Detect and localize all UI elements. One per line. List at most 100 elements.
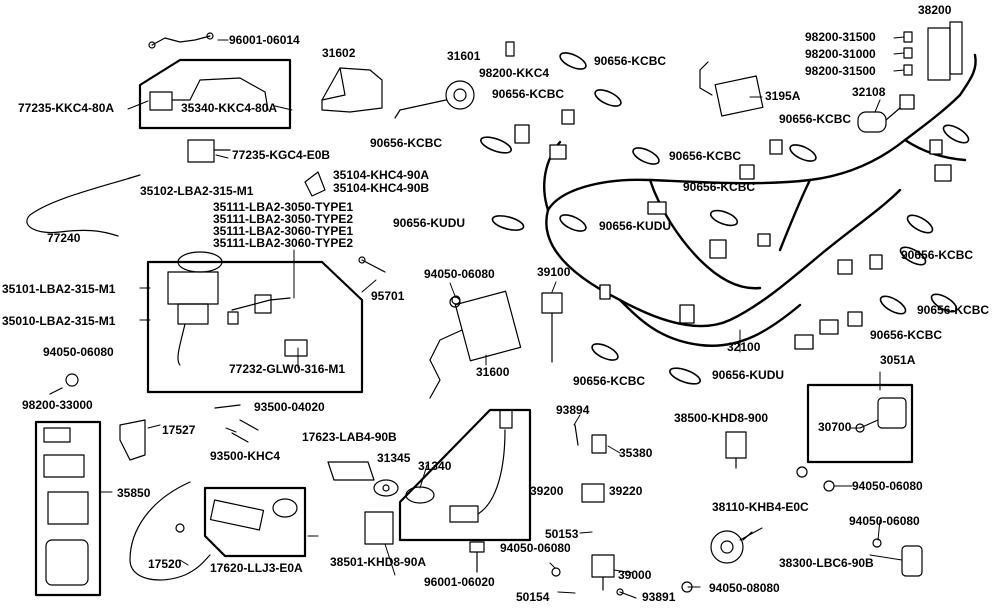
part-label: 3051A	[880, 353, 916, 367]
part-label: 94050-06080	[849, 514, 920, 528]
harness-clips	[480, 52, 970, 385]
part-label: 93500-04020	[254, 400, 325, 414]
part-label: 30700	[818, 420, 852, 434]
part-label: 38500-KHD8-900	[674, 411, 769, 425]
screws-93500	[214, 404, 259, 443]
part-label: 35111-LBA2-3050-TYPE2	[213, 212, 354, 226]
fuses-98200	[903, 31, 913, 76]
ignition-switch-31601	[394, 80, 475, 119]
regulator-31600	[429, 290, 522, 399]
group-box-77235	[138, 58, 292, 130]
part-label: 94050-08080	[709, 581, 780, 595]
part-label: 50153	[545, 527, 579, 541]
relay-bracket-77235	[149, 77, 269, 111]
group-box-35850	[34, 420, 102, 597]
gasket-31345	[373, 479, 399, 497]
part-label: 98200-31500	[805, 30, 876, 44]
throttle-cable-17520	[129, 481, 211, 581]
part-label: 94050-06080	[500, 541, 571, 555]
part-label: 94050-06080	[852, 479, 923, 493]
part-label: 77232-GLW0-316-M1	[229, 362, 346, 376]
bolt-93891	[616, 588, 637, 599]
part-label: 90656-KCBC	[669, 149, 742, 163]
part-label: 90656-KUDU	[393, 216, 466, 230]
part-label: 35010-LBA2-315-M1	[2, 314, 116, 328]
part-label: 90656-KCBC	[683, 180, 756, 194]
part-label: 17520	[148, 557, 182, 571]
part-label: 93891	[642, 590, 676, 604]
part-label: 35380	[619, 446, 653, 460]
cover-17623	[327, 461, 375, 481]
part-label: 35111-LBA2-3050-TYPE1	[213, 200, 354, 214]
part-label: 39000	[618, 568, 652, 582]
relay-38300	[901, 545, 923, 577]
part-label: 31340	[418, 459, 452, 473]
part-label: 35111-LBA2-3060-TYPE2	[213, 236, 354, 250]
part-label: 50154	[516, 590, 550, 604]
relay-38501	[364, 511, 394, 545]
part-label: 90656-KCBC	[779, 112, 852, 126]
part-label: 90656-KCBC	[917, 303, 990, 317]
seat-cable-77240	[26, 174, 141, 237]
part-label: 35111-LBA2-3060-TYPE1	[213, 224, 354, 238]
part-label: 35101-LBA2-315-M1	[2, 282, 116, 296]
fuse-box-38200	[927, 21, 963, 81]
regulator-3195a	[699, 61, 764, 117]
starter-relay-35850	[43, 427, 89, 586]
part-label: 90656-KCBC	[901, 248, 974, 262]
horn-38110	[710, 530, 753, 564]
bracket-17527	[119, 419, 146, 461]
part-label: 90656-KCBC	[370, 136, 443, 150]
part-label: 95701	[371, 289, 405, 303]
part-label: 90656-KUDU	[599, 219, 672, 233]
key-set-35102	[167, 251, 308, 366]
group-box-31340	[398, 408, 532, 542]
part-label: 93894	[556, 403, 590, 417]
group-box-35101	[146, 260, 364, 394]
part-label: 35104-KHC4-90B	[333, 181, 430, 195]
switch-39200	[581, 483, 605, 503]
part-label: 38300-LBC6-90B	[779, 556, 874, 570]
part-label: 98200-KKC4	[479, 66, 550, 80]
part-label: 90656-KCBC	[492, 87, 565, 101]
part-label: 98200-31500	[805, 64, 876, 78]
nut-94050-left	[49, 373, 79, 395]
part-label: 96001-06020	[424, 575, 495, 589]
ignition-coil-32108	[857, 107, 901, 133]
part-label: 96001-06014	[229, 33, 300, 47]
part-label: 77240	[47, 231, 81, 245]
part-label: 98200-31000	[805, 47, 876, 61]
box-17620	[209, 498, 298, 531]
part-label: 32108	[852, 85, 886, 99]
sensor-31340	[405, 409, 513, 523]
part-label: 38200	[918, 3, 952, 17]
part-label: 90656-KCBC	[870, 328, 943, 342]
part-label: 93500-KHC4	[210, 449, 281, 463]
part-label: 39200	[530, 484, 564, 498]
part-label: 17623-LAB4-90B	[302, 430, 397, 444]
part-label: 31600	[476, 365, 510, 379]
part-label: 94050-06080	[43, 345, 114, 359]
part-label: 98200-33000	[22, 398, 93, 412]
wire-clamp-96001	[148, 32, 214, 49]
part-label: 31345	[377, 451, 411, 465]
sensor-39100	[541, 292, 563, 363]
part-label: 31601	[447, 49, 481, 63]
bracket-77235-kgc4	[187, 139, 231, 163]
switch-35380	[574, 424, 607, 454]
flasher-38500	[725, 431, 747, 469]
harness-connectors	[514, 94, 952, 350]
part-label: 17527	[162, 423, 196, 437]
ignition-coil-30700	[855, 397, 907, 433]
group-box-3051a	[806, 383, 914, 464]
part-label: 94050-06080	[424, 267, 495, 281]
bolt-95701	[358, 256, 386, 273]
part-label: 38501-KHD8-90A	[330, 555, 427, 569]
part-label: 39100	[537, 265, 571, 279]
fuse-98200-kkc4	[505, 41, 515, 57]
group-box-17620	[203, 486, 307, 558]
part-label: 35340-KKC4-80A	[181, 101, 278, 115]
part-label: 90656-KCBC	[573, 374, 646, 388]
